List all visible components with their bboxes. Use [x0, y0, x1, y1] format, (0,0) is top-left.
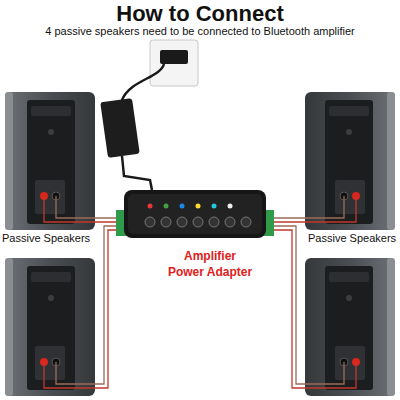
speaker-image [5, 92, 95, 230]
dc-cord [122, 156, 152, 190]
amplifier-label: Amplifier [140, 250, 280, 264]
speaker-image [305, 258, 395, 396]
power-cord [122, 64, 164, 100]
adapter-label: Power Adapter [140, 266, 280, 280]
plug [160, 50, 188, 64]
wall-outlet [150, 40, 198, 86]
speaker-label: Passive Speakers [2, 232, 90, 245]
power-adapter [100, 98, 139, 158]
subtitle-note: 4 passive speakers need to be connected … [0, 25, 400, 38]
speaker-label: Passive Speakers [308, 232, 396, 245]
amplifier-device [116, 190, 274, 238]
speaker-image [5, 258, 95, 396]
speaker-image [305, 92, 395, 230]
speaker-wires [44, 196, 356, 388]
diagram-title: How to Connect [0, 1, 400, 26]
